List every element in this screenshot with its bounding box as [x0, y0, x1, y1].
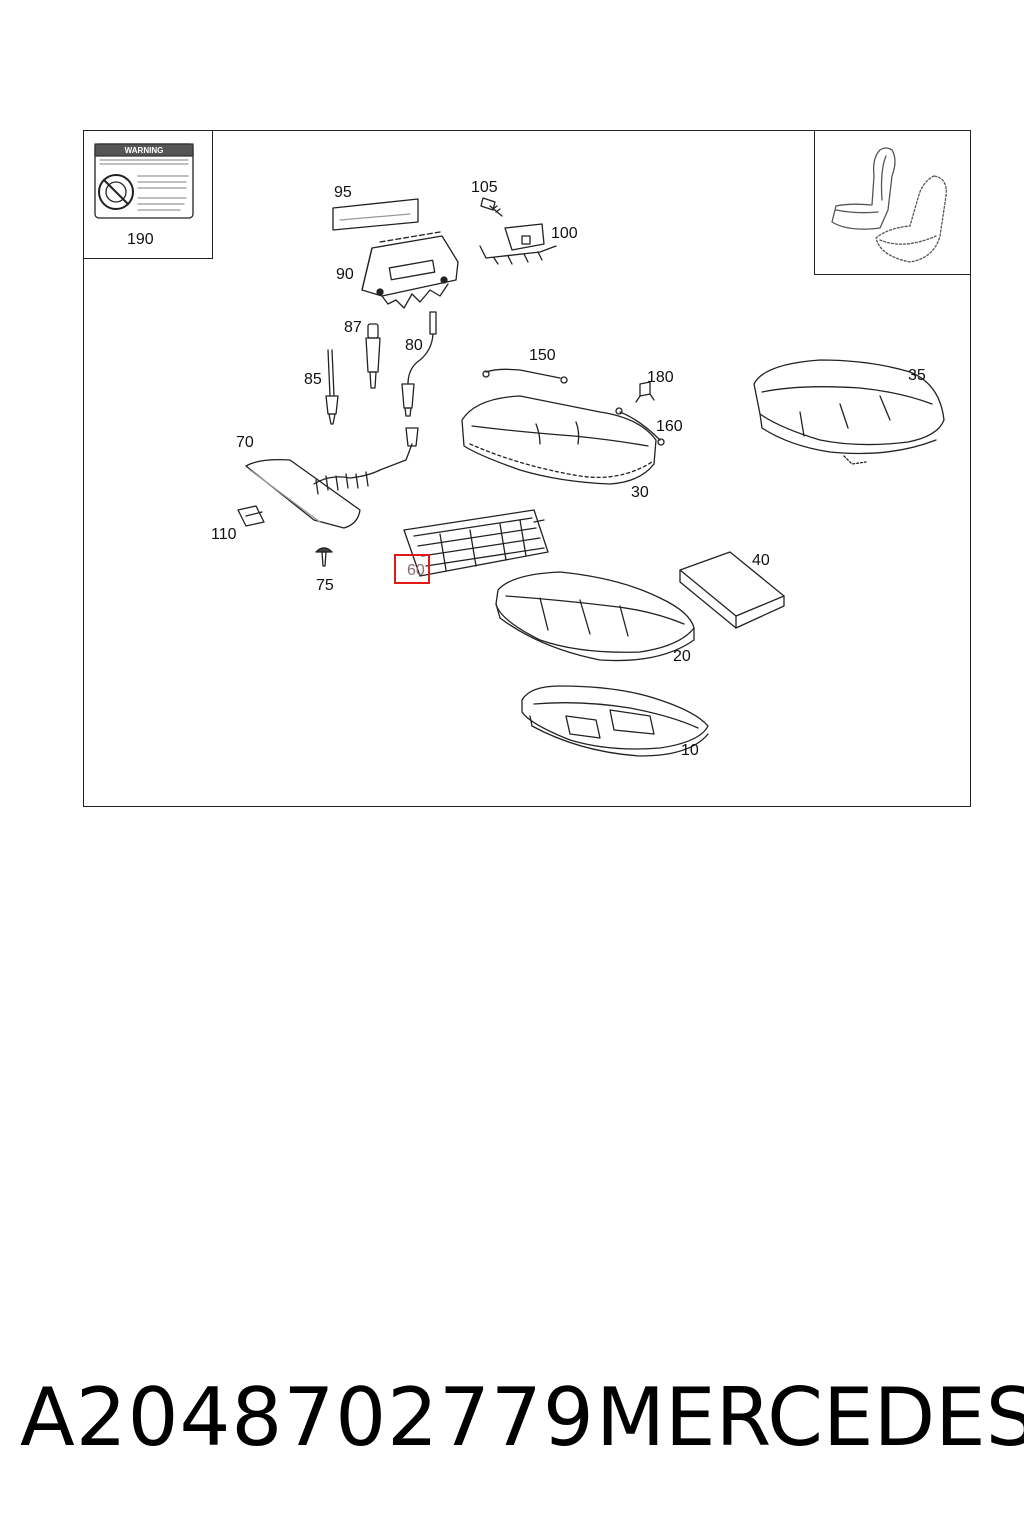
hose-part-80: [401, 311, 437, 417]
brand-name: MERCEDES: [596, 1371, 1024, 1464]
callout-150: 150: [529, 347, 556, 364]
callout-90: 90: [336, 266, 354, 283]
callout-60: 60: [407, 562, 425, 579]
callout-105: 105: [471, 179, 498, 196]
callout-95: 95: [334, 184, 352, 201]
callout-10: 10: [681, 742, 699, 759]
cushion-part-20: [495, 571, 695, 662]
clip-part-180: [635, 381, 655, 403]
callout-85: 85: [304, 371, 322, 388]
cover-plate-part-95: [332, 198, 419, 231]
callout-70: 70: [236, 434, 254, 451]
rod-part-85: [325, 349, 339, 425]
diagram-frame: [83, 130, 971, 807]
callout-75: 75: [316, 577, 334, 594]
callout-40: 40: [752, 552, 770, 569]
guide-pin-part-87: [365, 323, 381, 389]
heating-mat-part-60: [403, 509, 549, 577]
seat-cover-part-35: [753, 359, 945, 465]
callout-100: 100: [551, 225, 578, 242]
callout-20: 20: [673, 648, 691, 665]
callout-110: 110: [211, 526, 237, 543]
highlight-box-60: [394, 554, 430, 584]
callout-180: 180: [647, 369, 674, 386]
seat-frame-part-10: [521, 685, 709, 757]
bracket-part-110: [237, 505, 265, 527]
callout-30: 30: [631, 484, 649, 501]
seat-overview-inset: [814, 130, 971, 275]
side-pad-part-70: [245, 427, 419, 529]
wire-part-150: [482, 368, 568, 384]
warning-sticker-icon: WARNING: [94, 143, 194, 219]
warning-label-inset: [83, 130, 213, 259]
warning-heading: WARNING: [125, 146, 164, 155]
callout-80: 80: [405, 337, 423, 354]
control-module-part-90: [361, 231, 459, 309]
fastener-part-75: [315, 547, 333, 567]
callout-160: 160: [656, 418, 683, 435]
bracket-part-100: [479, 223, 557, 265]
seat-cover-part-30: [461, 395, 657, 485]
callout-190: 190: [127, 231, 154, 248]
callout-35: 35: [908, 367, 926, 384]
screw-part-105: [480, 197, 503, 217]
part-number: A2048702779: [20, 1371, 595, 1464]
wire-part-160: [615, 407, 665, 446]
foam-block-part-40: [679, 551, 785, 629]
callout-87: 87: [344, 319, 362, 336]
seat-overview-icon: [831, 147, 947, 263]
